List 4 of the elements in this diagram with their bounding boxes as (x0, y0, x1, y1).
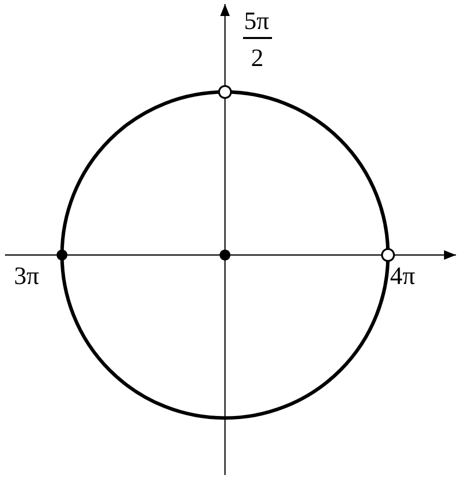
axis-label: 4π (390, 264, 416, 289)
axis-label: 3π (14, 264, 40, 289)
fraction-part: 5π (244, 9, 270, 34)
fraction-part: 2 (251, 46, 264, 71)
